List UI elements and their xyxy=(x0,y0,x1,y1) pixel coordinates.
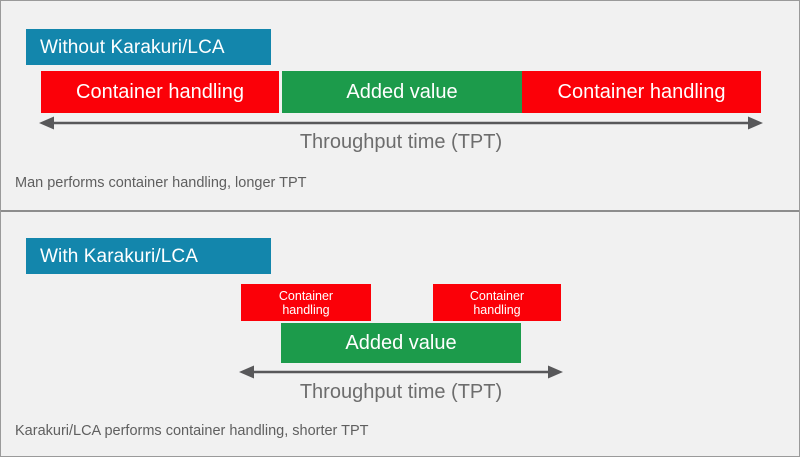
bar-label-line-2: handling xyxy=(282,303,330,317)
bar-container-handling-right-top: Container handling xyxy=(522,71,761,113)
bar-label: Added value xyxy=(346,80,458,103)
bar-label: Container handling xyxy=(557,80,726,103)
caption-top: Man performs container handling, longer … xyxy=(15,175,307,191)
bar-added-value-top: Added value xyxy=(282,71,522,113)
bar-container-handling-left-bottom: Container handling xyxy=(241,284,371,321)
chip-without-karakuri-label: Without Karakuri/LCA xyxy=(40,36,225,58)
bar-label: Added value xyxy=(345,331,457,354)
caption-bottom: Karakuri/LCA performs container handling… xyxy=(15,423,369,439)
chip-with-karakuri-label: With Karakuri/LCA xyxy=(40,245,198,267)
panel-without-karakuri: Without Karakuri/LCA Container handling … xyxy=(1,1,799,210)
tpt-label-top: Throughput time (TPT) xyxy=(299,131,503,153)
bar-label-line-1: Container xyxy=(278,289,334,303)
tpt-arrow-top xyxy=(39,116,763,130)
tpt-arrow-bottom xyxy=(239,365,563,379)
bar-container-handling-left-top: Container handling xyxy=(41,71,279,113)
bar-label: Container handling xyxy=(76,80,244,103)
bar-container-handling-right-bottom: Container handling xyxy=(433,284,561,321)
bar-label-line-2: handling xyxy=(473,303,521,317)
chip-with-karakuri: With Karakuri/LCA xyxy=(26,238,271,274)
panel-with-karakuri: With Karakuri/LCA Container handling Con… xyxy=(1,210,799,456)
chip-without-karakuri: Without Karakuri/LCA xyxy=(26,29,271,65)
bar-added-value-bottom: Added value xyxy=(281,323,521,363)
bar-label-line-1: Container xyxy=(469,289,525,303)
tpt-label-bottom: Throughput time (TPT) xyxy=(299,381,503,403)
